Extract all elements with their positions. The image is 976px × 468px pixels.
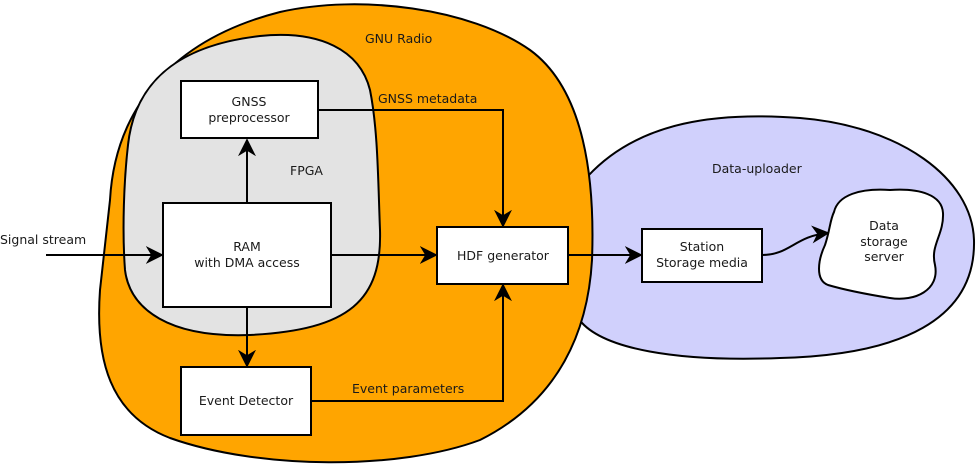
signal-stream-label: Signal stream [0,232,86,247]
svg-text:Data: Data [869,218,899,233]
svg-text:storage: storage [860,234,908,249]
data-uploader-label: Data-uploader [712,161,803,176]
gnss-metadata-label: GNSS metadata [378,91,477,106]
event-parameters-arrow [311,283,512,402]
svg-text:with DMA access: with DMA access [194,255,300,270]
gnss-metadata-arrow [318,109,512,228]
svg-text:HDF generator: HDF generator [457,248,550,263]
hdf-generator-block: HDF generator [436,226,569,285]
fpga-label: FPGA [290,163,323,178]
svg-text:server: server [864,249,904,264]
svg-text:RAM: RAM [233,239,261,254]
gnu-radio-label: GNU Radio [365,31,432,46]
svg-text:Storage media: Storage media [656,255,748,270]
gnss-preprocessor-block: GNSS preprocessor [180,80,319,139]
svg-text:GNSS: GNSS [232,94,267,109]
event-parameters-label: Event parameters [352,381,464,396]
ram-block: RAM with DMA access [162,202,332,308]
event-detector-block: Event Detector [180,366,312,436]
data-storage-server-cloud: Data storage server [818,188,945,300]
svg-text:Station: Station [680,239,724,254]
data-uploader-region [576,115,976,360]
station-storage-block: Station Storage media [641,228,763,283]
station-to-server-arrow [761,225,830,256]
svg-text:preprocessor: preprocessor [208,110,290,125]
svg-text:Event Detector: Event Detector [199,393,294,408]
